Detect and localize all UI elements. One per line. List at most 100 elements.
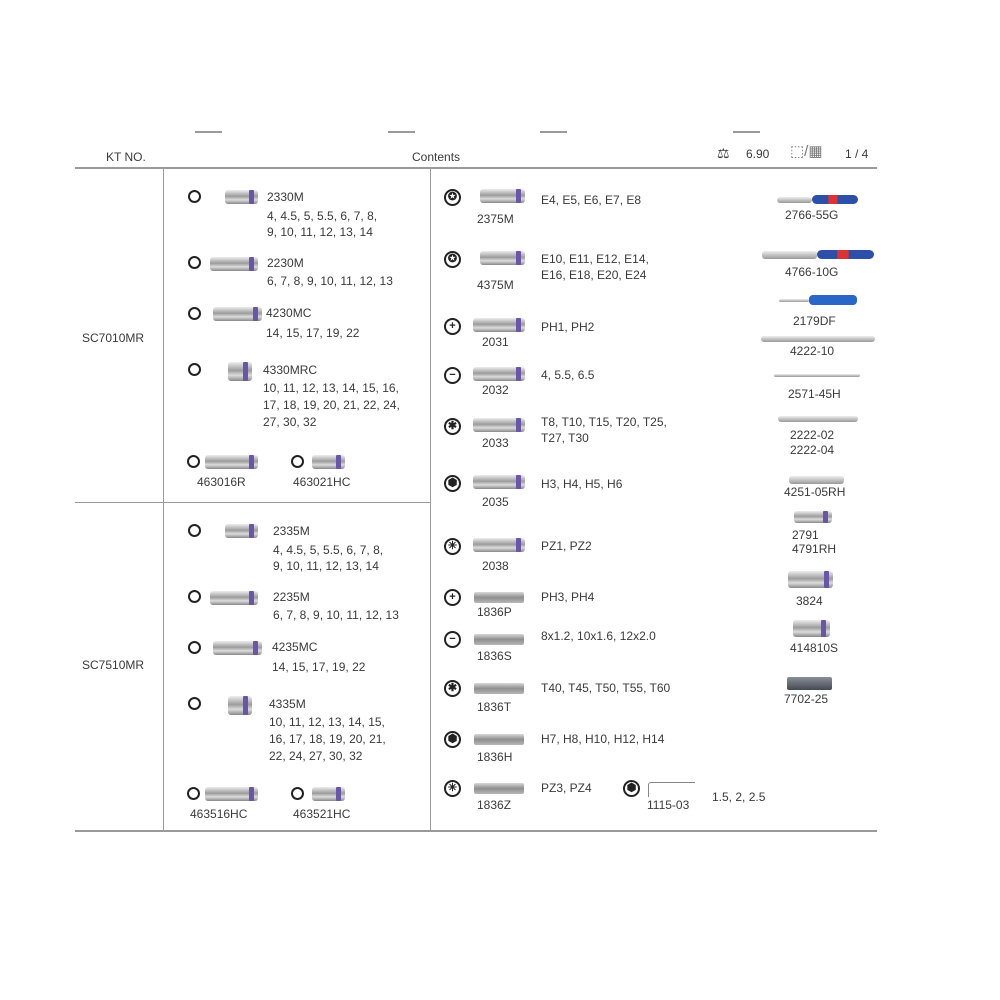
t-bar-image xyxy=(774,374,860,377)
slotted-tip-icon: − xyxy=(444,367,461,384)
spark-plug-socket-image xyxy=(312,787,345,801)
circle-marker-icon xyxy=(188,363,201,376)
torx-e-tip-icon: ✪ xyxy=(444,189,461,206)
accessory-code: 4222-10 xyxy=(790,344,835,358)
accessory-code: 7702-25 xyxy=(784,692,829,706)
pack-quantity: 1 / 4 xyxy=(845,147,869,161)
divider xyxy=(733,131,760,133)
pozidriv-tip-icon: ✳ xyxy=(444,780,461,797)
socket-sizes: 10, 11, 12, 13, 14, 15, xyxy=(269,715,385,729)
bit-socket-image xyxy=(480,251,525,265)
bit-code: 2033 xyxy=(482,436,509,450)
set-name: SC7010MR xyxy=(82,331,145,345)
contents-header: Contents xyxy=(412,150,461,164)
socket-sizes: 27, 30, 32 xyxy=(263,415,317,429)
accessory-code: 4766-10G xyxy=(785,265,839,279)
socket-code: 2230M xyxy=(267,256,304,270)
hex-tip-icon: ⬢ xyxy=(444,731,461,748)
bit-spec: E4, E5, E6, E7, E8 xyxy=(541,193,642,207)
bit-spec: T8, T10, T15, T20, T25, xyxy=(541,415,667,429)
divider xyxy=(195,131,222,133)
circle-marker-icon xyxy=(188,307,201,320)
bit-spec: H7, H8, H10, H12, H14 xyxy=(541,732,665,746)
bit-holder-image xyxy=(787,677,832,690)
divider xyxy=(540,131,567,133)
bit-socket-image xyxy=(473,475,525,489)
accessory-code: 2791 xyxy=(792,528,819,542)
accessory-code: 2222-04 xyxy=(790,443,835,457)
socket-sizes: 6, 7, 8, 9, 10, 11, 12, 13 xyxy=(273,608,399,622)
socket-image xyxy=(225,524,258,538)
socket-sizes: 22, 24, 27, 30, 32 xyxy=(269,749,363,763)
weight-value: 6.90 xyxy=(746,147,770,161)
circle-marker-icon xyxy=(188,190,201,203)
bit-image xyxy=(474,683,524,694)
spark-socket-code: 463016R xyxy=(197,475,246,489)
socket-code: 2235M xyxy=(273,590,310,604)
bit-image xyxy=(474,592,524,603)
bit-code: 2038 xyxy=(482,559,509,573)
circle-marker-icon xyxy=(187,455,200,468)
phillips-tip-icon: + xyxy=(444,318,461,335)
socket-image xyxy=(213,641,262,655)
bit-image xyxy=(474,734,524,745)
socket-sizes: 4, 4.5, 5, 5.5, 6, 7, 8, xyxy=(273,543,384,557)
hex-tip-icon: ⬢ xyxy=(623,780,640,797)
row-line xyxy=(75,502,430,503)
socket-code: 4230MC xyxy=(266,306,312,320)
accessory-code: 4251-05RH xyxy=(784,485,846,499)
socket-image xyxy=(228,696,252,715)
bit-code: 1836T xyxy=(477,700,512,714)
socket-sizes: 14, 15, 17, 19, 22 xyxy=(266,326,360,340)
bit-image xyxy=(474,634,524,645)
bit-spec: PZ3, PZ4 xyxy=(541,781,592,795)
bit-code: 2375M xyxy=(477,212,514,226)
hex-tip-icon: ⬢ xyxy=(444,475,461,492)
bit-spec: PH3, PH4 xyxy=(541,590,595,604)
circle-marker-icon xyxy=(187,787,200,800)
divider xyxy=(388,131,415,133)
accessory-code: 2766-55G xyxy=(785,208,839,222)
socket-code: 4330MRC xyxy=(263,363,318,377)
bit-spec: H3, H4, H5, H6 xyxy=(541,477,623,491)
socket-code: 4335M xyxy=(269,697,306,711)
bit-code: 1836Z xyxy=(477,798,512,812)
accessory-code: 4791RH xyxy=(792,542,837,556)
bit-socket-image xyxy=(473,418,525,432)
socket-sizes: 9, 10, 11, 12, 13, 14 xyxy=(267,225,373,239)
socket-sizes: 6, 7, 8, 9, 10, 11, 12, 13 xyxy=(267,274,393,288)
socket-code: 2335M xyxy=(273,524,310,538)
bit-spec: E10, E11, E12, E14, xyxy=(541,252,649,266)
socket-sizes: 17, 18, 19, 20, 21, 22, 24, xyxy=(263,398,400,412)
spark-socket-code: 463516HC xyxy=(190,807,248,821)
socket-image xyxy=(210,257,258,271)
hex-key-code: 1115-03 xyxy=(647,798,690,812)
phillips-tip-icon: + xyxy=(444,589,461,606)
header-rule xyxy=(75,167,877,169)
bit-code: 1836H xyxy=(477,750,513,764)
bit-image xyxy=(474,783,524,794)
set-name: SC7510MR xyxy=(82,658,145,672)
socket-code: 4235MC xyxy=(272,640,318,654)
slotted-tip-icon: − xyxy=(444,631,461,648)
extension-bar-image xyxy=(789,476,844,484)
bit-socket-image xyxy=(473,318,525,332)
bit-spec: E16, E18, E20, E24 xyxy=(541,268,647,282)
spark-socket-code: 463021HC xyxy=(293,475,351,489)
torx-tip-icon: ✱ xyxy=(444,418,461,435)
bit-socket-image xyxy=(480,189,525,203)
bit-spec: 8x1.2, 10x1.6, 12x2.0 xyxy=(541,629,656,643)
bit-socket-image xyxy=(473,538,525,552)
accessory-code: 414810S xyxy=(790,641,839,655)
bit-spec: PZ1, PZ2 xyxy=(541,539,592,553)
circle-marker-icon xyxy=(188,524,201,537)
column-line xyxy=(163,169,164,831)
socket-image xyxy=(213,307,262,321)
circle-marker-icon xyxy=(188,697,201,710)
bit-spec: PH1, PH2 xyxy=(541,320,595,334)
bit-code: 4375M xyxy=(477,278,514,292)
bit-code: 1836S xyxy=(477,649,512,663)
extension-bar-image xyxy=(778,416,858,422)
bit-code: 1836P xyxy=(477,605,512,619)
kt-no-header: KT NO. xyxy=(106,150,146,164)
